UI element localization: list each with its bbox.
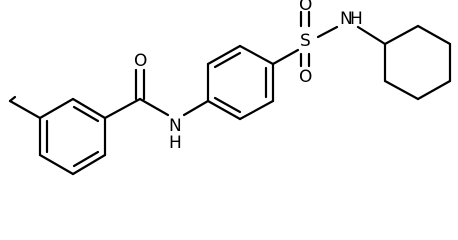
bond — [72, 150, 100, 168]
bond — [72, 105, 100, 123]
bond — [416, 24, 452, 46]
atom-label-o-sulfonyl-top: O — [299, 0, 312, 15]
bond — [103, 97, 142, 120]
atom-label-n-amide: N — [169, 116, 182, 136]
phenylene-ring — [206, 44, 275, 121]
bond — [383, 24, 420, 46]
bond — [38, 97, 75, 120]
bond — [213, 96, 242, 114]
bond — [213, 51, 242, 69]
bond — [356, 25, 387, 46]
bond — [206, 99, 242, 121]
atom-label-o-sulfonyl-bottom: O — [299, 67, 312, 87]
bond — [182, 99, 210, 117]
bond — [238, 99, 275, 121]
bond — [416, 79, 452, 101]
bond — [383, 79, 420, 101]
bond — [271, 48, 300, 66]
bond — [71, 97, 107, 120]
atom-label-h-sulfonamide: H — [350, 9, 363, 29]
bond — [71, 153, 107, 176]
molecule-structure: O N H O S O N H — [8, 0, 452, 176]
atom-label-o-carbonyl: O — [134, 51, 147, 71]
bond — [316, 25, 339, 39]
atom-label-n-sulfonamide: N — [340, 9, 353, 29]
atom-label-s: S — [300, 31, 311, 51]
bond — [38, 153, 75, 176]
bond — [238, 44, 275, 66]
bond — [138, 97, 170, 117]
sulfonamide-group: O S O N H — [271, 0, 387, 87]
bond — [206, 44, 242, 66]
atom-label-h-amide: H — [169, 133, 182, 153]
methyl-group — [8, 95, 17, 103]
toluene-ring — [8, 97, 107, 176]
bond — [8, 95, 17, 103]
bond — [8, 99, 42, 120]
cyclohexane-ring — [383, 24, 452, 101]
amide-group: O N H — [103, 51, 210, 153]
